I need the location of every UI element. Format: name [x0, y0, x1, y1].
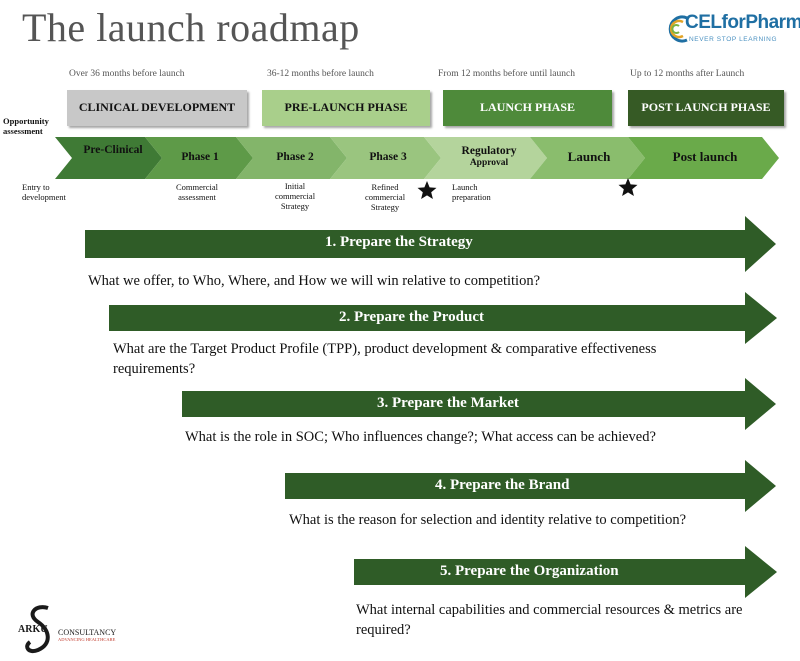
chevron-sublabel: Approval	[469, 158, 509, 168]
chevron-pre-clinical	[55, 137, 162, 179]
chevron-label: Phase 1	[181, 151, 219, 163]
step-title: 1. Prepare the Strategy	[325, 234, 473, 250]
step-arrow-organization	[354, 546, 777, 598]
step-question: What is the reason for selection and ide…	[289, 512, 687, 528]
chevron-phase-1	[145, 137, 253, 179]
step-arrow-brand	[285, 460, 776, 512]
phase-box-post-launch: POST LAUNCH PHASE	[628, 90, 784, 126]
chevron-phase-3	[330, 137, 441, 179]
phase-box-clinical-development: CLINICAL DEVELOPMENT	[67, 90, 247, 126]
milestone-label: Commercial assessment	[175, 182, 218, 202]
step-question: What is the role in SOC; Who influences …	[185, 429, 656, 445]
timing-label: Over 36 months before launch	[69, 69, 185, 79]
chevron-regulatory-approval	[424, 137, 547, 179]
arku-mark: ARKU	[18, 624, 48, 635]
logo-name: CELforPharma	[685, 12, 800, 33]
phase-box-launch: LAUNCH PHASE	[443, 90, 612, 126]
arku-tagline: ADVANCING HEALTHCARE	[58, 637, 116, 642]
step-title: 4. Prepare the Brand	[435, 477, 570, 493]
step-question: What we offer, to Who, Where, and How we…	[88, 273, 541, 289]
arku-name: CONSULTANCY	[58, 628, 117, 637]
milestone-star-icon	[618, 178, 638, 196]
step-question: What internal capabilities and commercia…	[356, 602, 743, 638]
chevron-post-launch	[628, 137, 779, 179]
chevron-label: Launch	[567, 149, 611, 164]
milestone-label: Entry to development	[22, 182, 66, 202]
phase-box-pre-launch: PRE-LAUNCH PHASE	[262, 90, 430, 126]
step-question: What are the Target Product Profile (TPP…	[113, 341, 657, 377]
step-arrow-product	[109, 292, 777, 344]
chevron-phase-2	[236, 137, 347, 179]
step-title: 5. Prepare the Organization	[440, 563, 619, 579]
chevron-label: Phase 3	[369, 151, 407, 163]
chevron-launch	[530, 137, 645, 179]
chevron-label: Regulatory	[461, 145, 517, 157]
timing-label: From 12 months before until launch	[438, 69, 575, 79]
celforpharma-logo-icon	[668, 15, 688, 43]
chevron-label: Pre-Clinical	[83, 144, 143, 156]
milestone-label: Initial commercial Strategy	[274, 181, 316, 211]
page-title: The launch roadmap	[22, 5, 360, 50]
milestone-label: Refined commercial Strategy	[364, 182, 406, 212]
arku-consultancy-logo: ARKU CONSULTANCY ADVANCING HEALTHCARE	[8, 604, 118, 654]
opportunity-assessment-label: Opportunity assessment	[3, 116, 49, 136]
milestone-label: Launch preparation	[452, 182, 491, 202]
step-title: 2. Prepare the Product	[339, 309, 484, 325]
timing-label: 36-12 months before launch	[267, 69, 374, 79]
step-arrow-strategy	[85, 216, 776, 272]
logo-tagline: NEVER STOP LEARNING	[689, 36, 778, 43]
celforpharma-logo: CELforPharma NEVER STOP LEARNING	[667, 10, 800, 50]
step-arrow-market	[182, 378, 776, 430]
step-title: 3. Prepare the Market	[377, 395, 519, 411]
chevron-label: Phase 2	[276, 151, 314, 163]
milestone-star-icon	[417, 181, 437, 199]
arku-swirl-icon	[25, 605, 50, 653]
timing-label: Up to 12 months after Launch	[630, 69, 745, 79]
chevron-label: Post launch	[672, 149, 738, 164]
